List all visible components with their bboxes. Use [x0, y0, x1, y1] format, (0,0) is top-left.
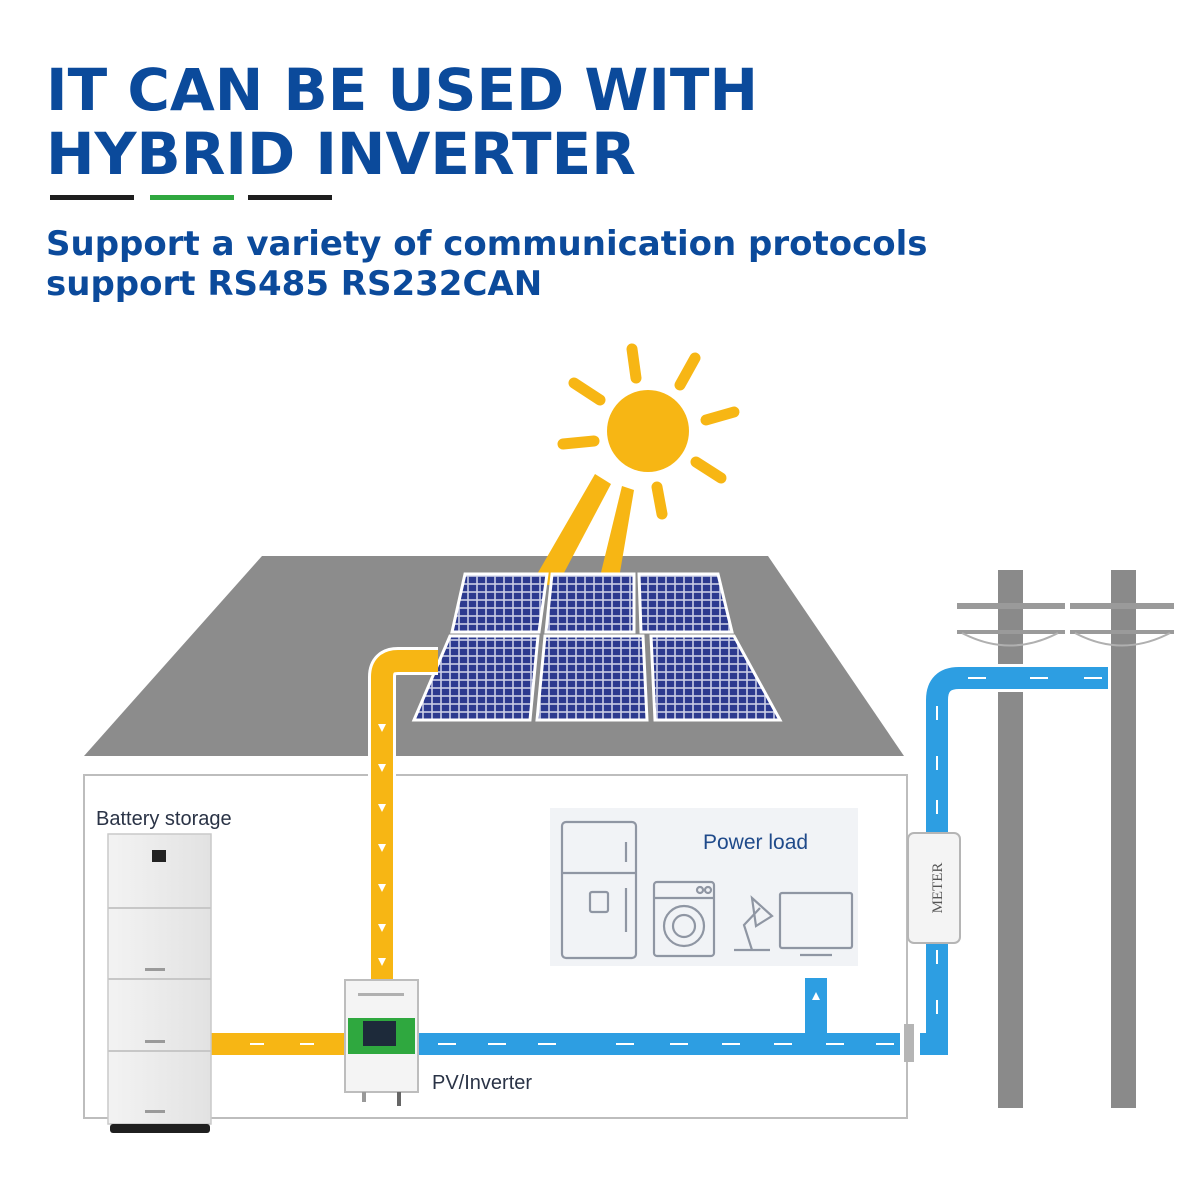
battery-storage-label: Battery storage [96, 808, 232, 830]
subheadline: Support a variety of communication proto… [46, 224, 928, 304]
divider-dark-left [50, 195, 134, 200]
desk-lamp-icon [734, 895, 774, 952]
washing-machine-icon [652, 880, 716, 958]
sun-icon [532, 343, 740, 590]
fridge-icon [560, 820, 638, 960]
inverter-unit [344, 979, 419, 1106]
pv-inverter-label: PV/Inverter [432, 1072, 532, 1094]
subheadline-line-2: support RS485 RS232CAN [46, 264, 543, 304]
utility-poles [957, 570, 1174, 1108]
monitor-icon [778, 891, 854, 957]
divider-green [150, 195, 234, 200]
meter-box: METER [907, 832, 961, 944]
meter-label: METER [930, 863, 946, 914]
power-load-panel: Power load [550, 808, 858, 966]
inverter-screen-icon [363, 1021, 396, 1046]
headline: IT CAN BE USED WITH HYBRID INVERTER [46, 58, 758, 186]
headline-line-1: IT CAN BE USED WITH [46, 56, 759, 124]
ac-grid-line [418, 664, 1108, 1058]
subheadline-line-1: Support a variety of communication proto… [46, 224, 928, 264]
battery-display-icon [152, 850, 166, 862]
power-load-label: Power load [703, 831, 808, 854]
headline-line-2: HYBRID INVERTER [46, 120, 636, 188]
grid-connector [904, 1024, 914, 1062]
divider-dark-right [248, 195, 332, 200]
dc-power-line [200, 647, 438, 1058]
solar-panel-array [411, 572, 783, 722]
battery-stack [107, 833, 212, 1133]
